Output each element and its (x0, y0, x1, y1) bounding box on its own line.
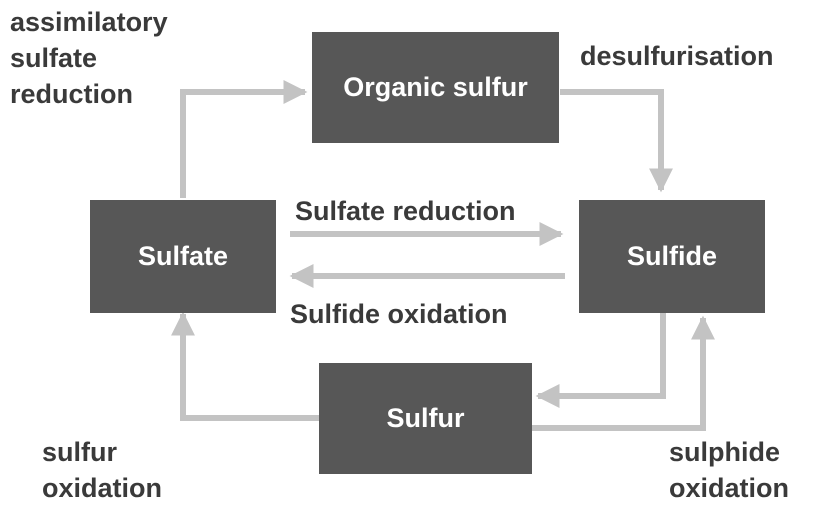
arrow-sulfur-oxidation (171, 311, 320, 421)
node-sulfide: Sulfide (579, 200, 765, 313)
node-sulfate: Sulfate (90, 200, 276, 313)
label-desulfurisation: desulfurisation (580, 38, 774, 74)
label-sulfide-oxidation: Sulfide oxidation (290, 296, 508, 332)
node-sulfide-label: Sulfide (626, 241, 717, 271)
label-assimilatory-line-2: sulfate (10, 43, 98, 73)
label-sulfide-oxidation-text: Sulfide oxidation (290, 299, 508, 329)
arrow-assimilatory-sulfate-reduction (180, 80, 308, 198)
label-sulfate-reduction-text: Sulfate reduction (295, 196, 516, 226)
node-organic-sulfur-label: Organic sulfur (343, 72, 528, 102)
node-sulfur: Sulfur (319, 363, 532, 474)
label-sulfate-reduction: Sulfate reduction (295, 193, 516, 229)
node-sulfate-label: Sulfate (137, 241, 229, 271)
arrow-sulfide-to-sulfur (535, 311, 666, 408)
label-assimilatory-line-3: reduction (10, 79, 134, 109)
node-sulfur-label: Sulfur (386, 403, 465, 433)
label-sulfur-oxidation-line-2: oxidation (42, 473, 162, 503)
label-sulphide-oxidation-line-2: oxidation (669, 473, 789, 503)
label-desulfurisation-text: desulfurisation (580, 41, 774, 71)
label-sulphide-oxidation-line-1: sulphide (669, 437, 781, 467)
label-sulphide-oxidation: sulphide oxidation (669, 434, 789, 505)
node-organic-sulfur: Organic sulfur (312, 32, 559, 143)
arrow-desulfurisation (560, 89, 673, 193)
label-assimilatory-sulfate-reduction: assimilatory sulfate reduction (10, 4, 168, 112)
label-assimilatory-line-1: assimilatory (10, 7, 168, 37)
arrow-sulphide-oxidation (532, 315, 715, 431)
label-sulfur-oxidation: sulfur oxidation (42, 434, 162, 505)
label-sulfur-oxidation-line-1: sulfur (42, 437, 118, 467)
